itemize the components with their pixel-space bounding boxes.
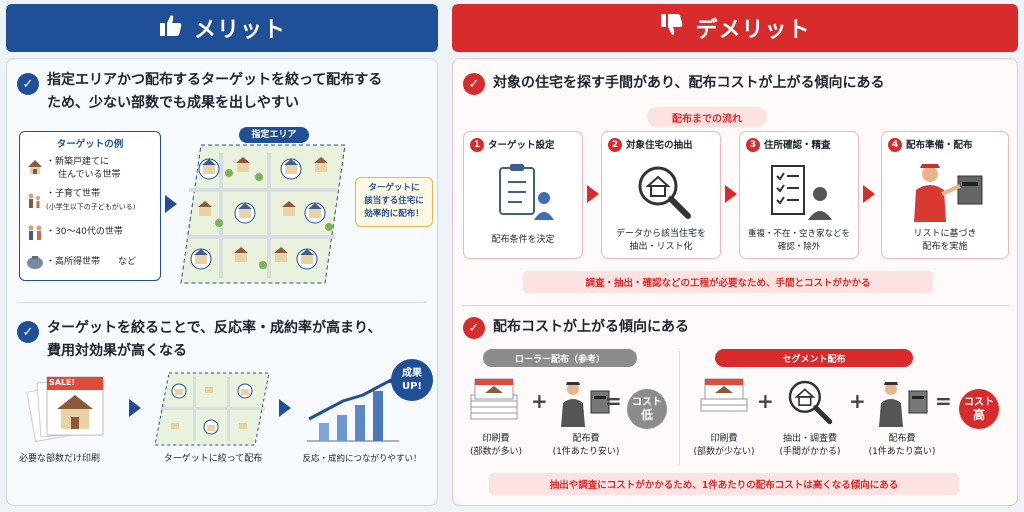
plus-icon: + [757,389,774,413]
caption-print: 必要な部数だけ印刷 [19,454,101,464]
example-2: ・子育て世帯(小学生以下の子どもがいる) [46,189,136,211]
step-number: 4 [888,138,902,152]
small-map-icon [153,371,271,451]
example-3: ・30〜40代の世帯 [46,227,123,237]
step-card-1: 1 ターゲット設定 配布条件を決定 [463,131,583,259]
area-label: 指定エリア [239,127,309,143]
demerit-header-title: デメリット [695,18,811,43]
check-icon: ✓ [463,317,485,339]
divider [679,351,680,465]
check-icon: ✓ [463,73,485,95]
arrow-icon [587,185,599,203]
equals-icon: = [605,389,622,413]
postman-icon [875,379,929,431]
magnifier-house-icon [634,162,692,224]
merit-panel: ✓ 指定エリアかつ配布するターゲットを絞って配布する ため、少ない部数でも成果を… [6,58,438,506]
arrow-icon [279,399,291,417]
step-title: 配布準備・配布 [906,139,973,151]
step-desc: 配布条件を決定 [491,235,555,245]
step-card-3: 3 住所確認・精査 重複・不在・空き家などを確認・除外 [739,131,859,259]
thumbs-down-icon [659,12,685,44]
neighborhood-map [179,143,347,289]
arrow-icon [863,185,875,203]
step-desc: 重複・不在・空き家などを確認・除外 [747,229,850,252]
segment-delivery-cost: 配布費(1件あたり高い) [868,434,936,457]
magnifier-house-icon [785,377,833,429]
step-card-2: 2 対象住宅の抽出 データから該当住宅を抽出・リスト化 [601,131,721,259]
callout-box: ターゲットに 該当する住宅に 効率的に配布！ [355,177,433,227]
plus-icon: + [849,389,866,413]
cost-high-badge: コスト高 [959,389,999,429]
roller-delivery-cost: 配布費(1件あたり安い) [552,434,620,457]
wallet-icon [26,254,44,274]
step-number: 3 [746,138,760,152]
step-title: 対象住宅の抽出 [626,139,693,151]
thumbs-up-icon [158,12,184,44]
merit-header-title: メリット [193,18,286,43]
flow-label: 配布までの流れ [647,107,767,127]
demerit-panel: ✓ 対象の住宅を探す手間があり、配布コストが上がる傾向にある 配布までの流れ 1… [452,58,1018,506]
step-title: ターゲット設定 [488,139,555,151]
clipboard-person-icon [496,164,556,224]
roller-label: ローラー配布（参考） [483,349,637,367]
bar-growth-icon [303,375,403,449]
equals-icon: = [935,389,952,413]
cost-low-badge: コスト低 [627,389,667,429]
merit-point2-title: ターゲットを絞ることで、反応率・成約率が高まり、 費用対効果が高くなる [47,320,382,359]
divider [463,305,1009,306]
sale-badge: SALE! [49,378,76,387]
caption-target: ターゲットに絞って配布 [163,454,263,464]
divider [17,302,427,303]
check-icon: ✓ [17,73,39,95]
paper-stack-icon [467,377,521,433]
arrow-icon [165,195,177,213]
example-4: ・高所得世帯 など [46,257,137,267]
target-examples-title: ターゲットの例 [56,139,124,150]
family-icon [26,192,44,214]
step-number: 2 [608,138,622,152]
step-desc: データから該当住宅を抽出・リスト化 [615,229,706,252]
segment-print-cost: 印刷費(部数が少ない) [693,434,755,457]
roller-print-cost: 印刷費(部数が多い) [469,434,523,457]
plus-icon: + [531,389,548,413]
step-title: 住所確認・精査 [764,139,831,151]
step-desc: リストに基づき配布を実施 [913,229,977,252]
step-card-4: 4 配布準備・配布 リストに基づき配布を実施 [881,131,1009,259]
step-number: 1 [470,138,484,152]
postman-icon [906,160,986,226]
segment-research-cost: 抽出・調査費(手間がかかる) [779,434,841,457]
demerit-point2-title: 配布コストが上がる傾向にある [493,319,689,335]
demerit-header: デメリット [452,4,1018,52]
arrow-icon [725,185,737,203]
house-icon [26,158,44,180]
paper-stack-icon [697,377,751,425]
flyers-icon [25,373,111,447]
merit-point1-title: 指定エリアかつ配布するターゲットを絞って配布する ため、少ない部数でも成果を出し… [47,72,383,111]
demerit-point1-title: 対象の住宅を探す手間があり、配布コストが上がる傾向にある [493,75,885,91]
segment-label: セグメント配布 [715,349,913,367]
target-examples-box: ターゲットの例 ・新築戸建てに住んでいる世帯 ・子育て世帯(小学生以下の子どもが… [19,131,161,281]
flow-note: 調査・抽出・確認などの工程が必要なため、手間とコストがかかる [523,271,933,293]
postman-icon [557,379,611,431]
checklist-person-icon [770,164,834,224]
cost-note: 抽出や調査にコストがかかるため、1件あたりの配布コストは高くなる傾向にある [489,473,959,495]
couple-icon [26,224,44,246]
merit-header: メリット [6,4,438,52]
check-icon: ✓ [17,321,39,343]
caption-result: 反応・成約につながりやすい！ [302,454,422,464]
arrow-icon [129,399,141,417]
example-1: ・新築戸建てに住んでいる世帯 [46,157,121,180]
